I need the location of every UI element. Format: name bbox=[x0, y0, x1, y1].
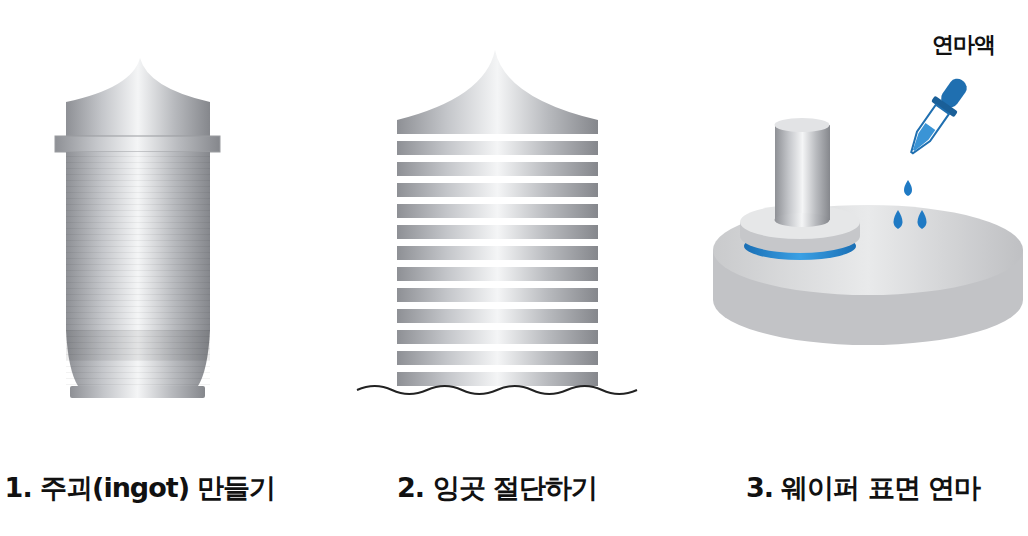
step-caption: 3. 웨이퍼 표면 연마 bbox=[746, 470, 980, 506]
slurry-drops bbox=[894, 180, 927, 229]
polishing-machine bbox=[713, 118, 1023, 345]
dropper bbox=[901, 73, 974, 161]
step-caption: 2. 잉곳 절단하기 bbox=[397, 470, 597, 506]
step-caption: 1. 주괴(ingot) 만들기 bbox=[5, 470, 276, 506]
chemical-label: 연마액 bbox=[932, 30, 995, 60]
sliced-ingot bbox=[357, 50, 637, 394]
ingot bbox=[55, 58, 220, 398]
